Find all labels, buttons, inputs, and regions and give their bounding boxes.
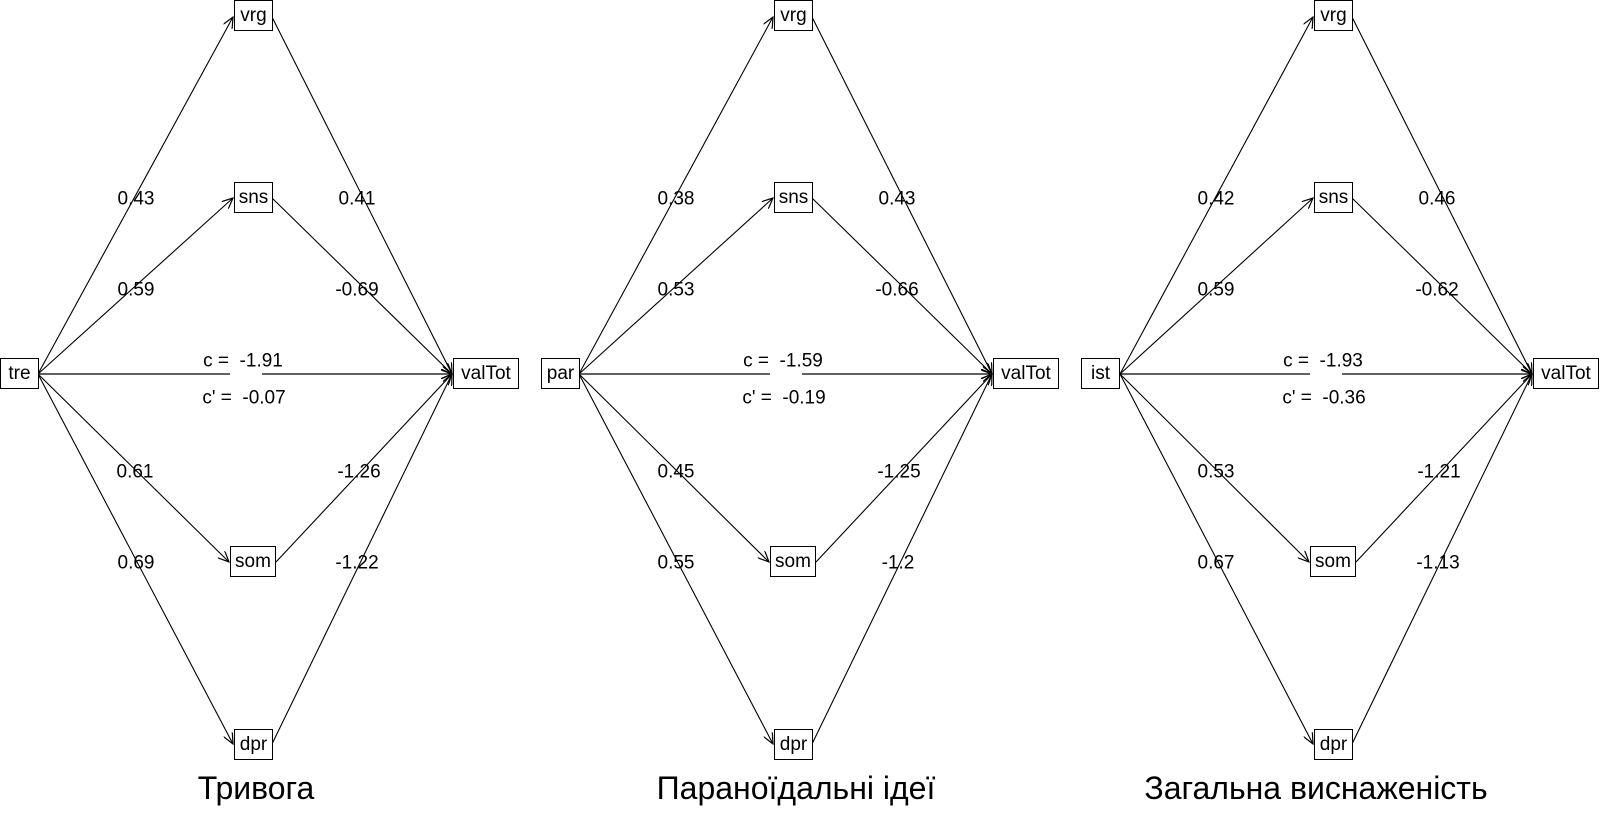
node-outcome: valTot — [993, 358, 1059, 389]
edge-a-sns — [37, 198, 233, 375]
label-a-vrg: 0.42 — [1197, 188, 1235, 210]
node-predictor: ist — [1081, 358, 1120, 389]
panel-anxiety: tre vrg sns som dpr valTot 0.43 0.59 0.6… — [0, 0, 540, 815]
edge-b-dpr — [271, 374, 452, 745]
label-total-effect: c = -1.59 — [743, 350, 823, 372]
label-b-vrg: 0.43 — [878, 188, 916, 210]
label-direct-effect: c' = -0.36 — [1282, 387, 1366, 409]
edge-a-som — [578, 373, 769, 562]
label-a-som: 0.61 — [116, 461, 154, 483]
label-b-sns: -0.62 — [1415, 279, 1459, 301]
edge-b-som — [815, 374, 992, 563]
node-outcome: valTot — [1533, 358, 1599, 389]
node-dpr: dpr — [774, 729, 813, 760]
label-a-vrg: 0.43 — [117, 188, 155, 210]
node-vrg: vrg — [234, 0, 273, 31]
label-a-sns: 0.59 — [1197, 279, 1235, 301]
edge-b-dpr — [1351, 374, 1532, 745]
edge-b-vrg — [1351, 16, 1532, 374]
label-direct-effect: c' = -0.07 — [202, 387, 286, 409]
edge-a-vrg — [578, 17, 773, 375]
edge-b-vrg — [811, 16, 992, 374]
edges — [1119, 0, 1600, 815]
label-a-som: 0.45 — [657, 461, 695, 483]
edge-a-som — [37, 373, 229, 562]
node-sns: sns — [1314, 182, 1353, 213]
edge-a-vrg — [1119, 17, 1313, 375]
panel-title: Загальна виснаженість — [1144, 770, 1488, 806]
edge-a-vrg — [37, 17, 233, 375]
label-b-vrg: 0.46 — [1418, 188, 1456, 210]
edge-b-dpr — [811, 374, 992, 745]
edge-a-sns — [578, 198, 773, 375]
label-b-dpr: -1.22 — [335, 552, 379, 574]
edge-b-som — [275, 374, 452, 563]
edge-a-dpr — [1119, 373, 1313, 744]
panel-title: Параноїдальні ідеї — [656, 770, 936, 806]
edge-b-som — [1355, 374, 1532, 563]
edge-b-sns — [271, 197, 452, 374]
node-outcome: valTot — [453, 358, 519, 389]
edge-b-sns — [1351, 197, 1532, 374]
node-dpr: dpr — [234, 729, 273, 760]
label-a-dpr: 0.55 — [657, 552, 695, 574]
panel-general-exhaustion: ist vrg sns som dpr valTot 0.42 0.59 0.5… — [1080, 0, 1600, 815]
node-som: som — [770, 546, 816, 577]
label-b-sns: -0.69 — [335, 279, 379, 301]
label-a-sns: 0.59 — [117, 279, 155, 301]
edge-a-dpr — [578, 373, 773, 744]
label-b-dpr: -1.2 — [881, 552, 915, 574]
node-vrg: vrg — [774, 0, 813, 31]
node-predictor: tre — [0, 358, 39, 389]
label-a-dpr: 0.69 — [117, 552, 155, 574]
node-predictor: par — [541, 358, 580, 389]
label-b-vrg: 0.41 — [338, 188, 376, 210]
node-dpr: dpr — [1314, 729, 1353, 760]
node-sns: sns — [234, 182, 273, 213]
panel-paranoid-ideas: par vrg sns som dpr valTot 0.38 0.53 0.4… — [540, 0, 1080, 815]
label-a-dpr: 0.67 — [1197, 552, 1235, 574]
node-sns: sns — [774, 182, 813, 213]
edge-a-dpr — [37, 373, 233, 744]
edge-a-som — [1119, 373, 1309, 562]
label-a-som: 0.53 — [1197, 461, 1235, 483]
label-total-effect: c = -1.91 — [203, 350, 283, 372]
edge-b-sns — [811, 197, 992, 374]
edges — [37, 0, 540, 815]
edge-a-sns — [1119, 198, 1313, 375]
label-direct-effect: c' = -0.19 — [742, 387, 826, 409]
node-som: som — [1310, 546, 1356, 577]
node-vrg: vrg — [1314, 0, 1353, 31]
label-b-som: -1.21 — [1417, 461, 1461, 483]
label-b-sns: -0.66 — [875, 279, 919, 301]
edge-b-vrg — [271, 16, 452, 374]
label-b-som: -1.25 — [877, 461, 921, 483]
node-som: som — [230, 546, 276, 577]
label-b-som: -1.26 — [337, 461, 381, 483]
label-a-vrg: 0.38 — [657, 188, 695, 210]
edges — [578, 0, 1080, 815]
panel-title: Тривога — [197, 770, 315, 806]
label-total-effect: c = -1.93 — [1283, 350, 1363, 372]
label-a-sns: 0.53 — [657, 279, 695, 301]
label-b-dpr: -1.13 — [1416, 552, 1460, 574]
